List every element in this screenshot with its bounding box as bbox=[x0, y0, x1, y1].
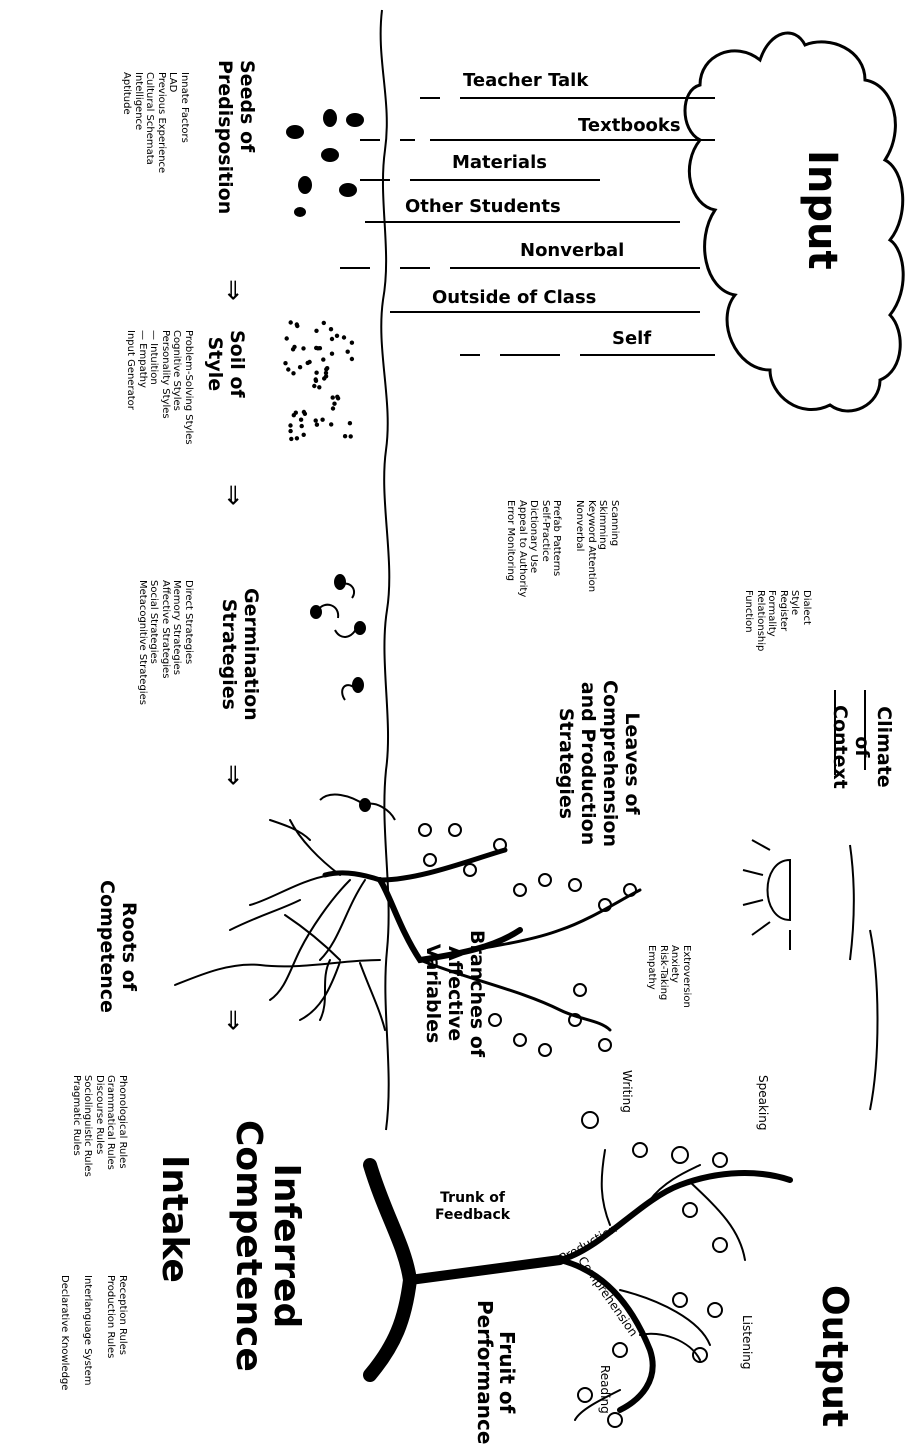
soil-dot bbox=[295, 322, 299, 326]
soil-dot bbox=[306, 361, 310, 365]
soil-dot bbox=[302, 433, 306, 437]
input-lines bbox=[340, 98, 715, 355]
soil-dot bbox=[329, 422, 333, 426]
soil-dot bbox=[292, 345, 296, 349]
input-source-materials: Materials bbox=[452, 152, 547, 173]
soil-dot bbox=[291, 371, 295, 375]
input-source-textbooks: Textbooks bbox=[578, 115, 681, 136]
input-source-nonverbal: Nonverbal bbox=[520, 240, 624, 261]
soil-dot bbox=[295, 436, 299, 440]
skill-writing: Writing bbox=[621, 1070, 633, 1113]
sun-drawing bbox=[743, 840, 878, 1110]
intake-title: Intake bbox=[154, 1155, 195, 1283]
soil-dot bbox=[325, 366, 329, 370]
skill-reading: Reading bbox=[599, 1365, 611, 1414]
soil-dot bbox=[321, 357, 325, 361]
soil-dot bbox=[283, 361, 287, 365]
soil-dot bbox=[332, 402, 336, 406]
soil-dot bbox=[324, 374, 328, 378]
soil-dot bbox=[312, 384, 316, 388]
soil-dot bbox=[330, 337, 334, 341]
soil-dot bbox=[315, 423, 319, 427]
soil-dot bbox=[302, 410, 306, 414]
seeds-drawing bbox=[286, 109, 364, 217]
soil-dot bbox=[292, 413, 296, 417]
soil-dot bbox=[314, 329, 318, 333]
soil-dot bbox=[335, 395, 339, 399]
soil-dot bbox=[329, 327, 333, 331]
soil-dot bbox=[288, 423, 292, 427]
soil-dot bbox=[331, 406, 335, 410]
soil-dot bbox=[320, 418, 324, 422]
soil-dot bbox=[314, 371, 318, 375]
soil-dot bbox=[322, 321, 326, 325]
soil-dot bbox=[289, 320, 293, 324]
soil-dot bbox=[343, 434, 347, 438]
soil-dot bbox=[349, 434, 353, 438]
input-title: Input bbox=[799, 150, 845, 270]
soil-dot bbox=[286, 367, 290, 371]
soil-dot bbox=[330, 352, 334, 356]
soil-dot bbox=[285, 336, 289, 340]
soil-dot bbox=[300, 424, 304, 428]
arrow-3: ⇒ bbox=[218, 764, 248, 786]
soil-dot bbox=[317, 385, 321, 389]
input-cloud bbox=[685, 33, 903, 411]
soil-dot bbox=[350, 357, 354, 361]
soil-dot bbox=[298, 365, 302, 369]
soil-dot bbox=[314, 418, 318, 422]
arrow-1: ⇒ bbox=[218, 279, 248, 301]
soil-dot bbox=[331, 395, 335, 399]
soil-dot bbox=[301, 346, 305, 350]
arrow-4: ⇒ bbox=[218, 1009, 248, 1031]
input-source-other-students: Other Students bbox=[405, 196, 561, 217]
skill-listening: Listening bbox=[741, 1315, 753, 1370]
soil-dot bbox=[335, 334, 339, 338]
input-source-teacher-talk: Teacher Talk bbox=[463, 70, 588, 91]
output-title: Output bbox=[814, 1285, 855, 1427]
arrow-2: ⇒ bbox=[218, 484, 248, 506]
skill-speaking: Speaking bbox=[757, 1075, 769, 1130]
soil-dot bbox=[346, 350, 350, 354]
soil-dots bbox=[283, 320, 354, 441]
soil-dot bbox=[350, 341, 354, 345]
sprouts-drawing bbox=[311, 575, 431, 836]
soil-dot bbox=[342, 335, 346, 339]
soil-dot bbox=[289, 437, 293, 441]
soil-dot bbox=[316, 346, 320, 350]
input-source-outside-class: Outside of Class bbox=[432, 287, 596, 308]
soil-dot bbox=[299, 418, 303, 422]
ground-line bbox=[381, 10, 390, 1130]
soil-dot bbox=[288, 429, 292, 433]
input-source-self: Self bbox=[612, 328, 651, 349]
soil-dot bbox=[348, 421, 352, 425]
soil-dot bbox=[314, 377, 318, 381]
